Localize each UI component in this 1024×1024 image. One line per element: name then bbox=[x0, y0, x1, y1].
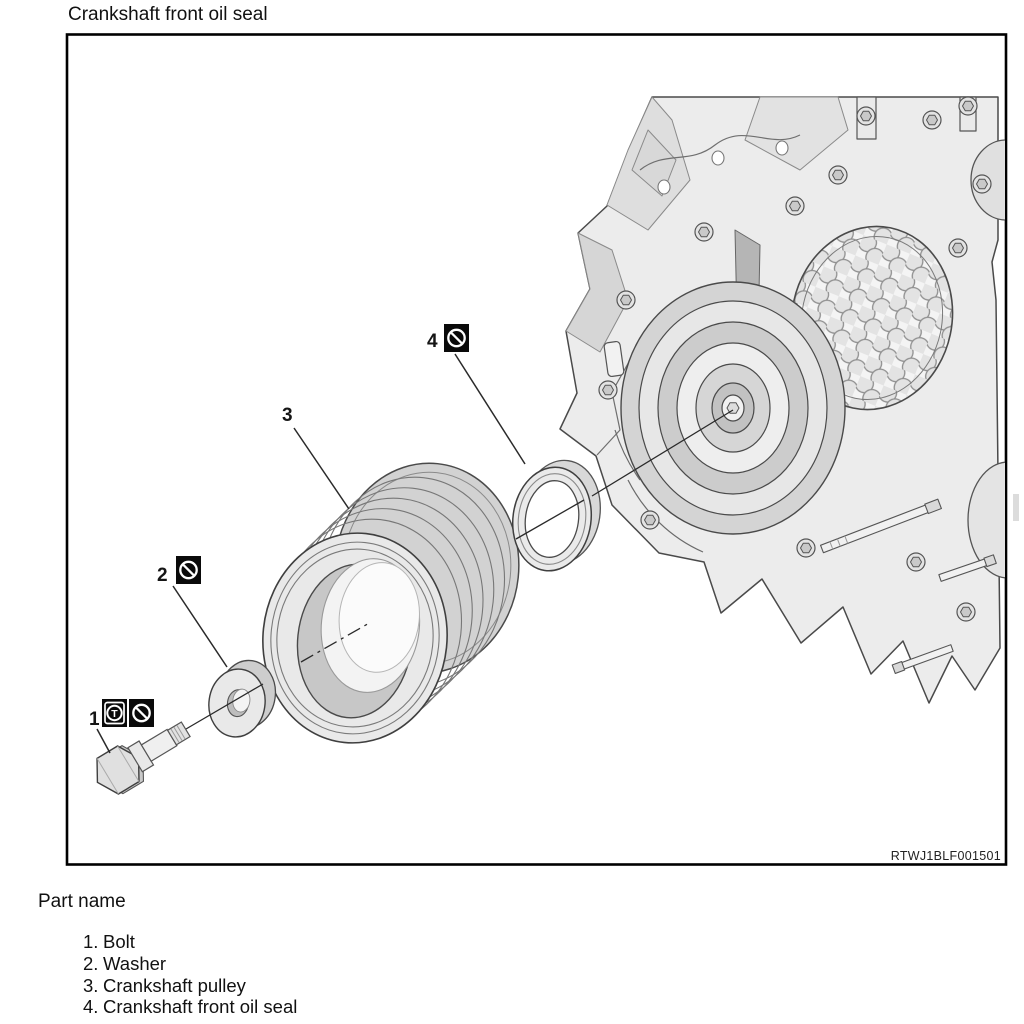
figure-code: RTWJ1BLF001501 bbox=[891, 849, 1001, 863]
svg-text:T: T bbox=[111, 708, 118, 720]
part-number: 4. bbox=[83, 996, 99, 1018]
callout-leader-line bbox=[293, 427, 350, 510]
figure-border bbox=[65, 33, 1008, 866]
part-name: Crankshaft front oil seal bbox=[103, 996, 298, 1018]
part-number: 1. bbox=[83, 931, 99, 952]
parts-list: 1.Bolt 2.Washer 3.Crankshaft pulley 4.Cr… bbox=[83, 931, 297, 1018]
part-list-item: 1.Bolt bbox=[83, 931, 297, 953]
callout-3: 3 bbox=[282, 405, 350, 510]
callout-1: 1 T bbox=[89, 699, 154, 754]
callout-number: 3 bbox=[282, 405, 293, 426]
part-bolt-drawing bbox=[96, 721, 191, 795]
part-name: Bolt bbox=[103, 931, 135, 952]
do-not-reuse-icon bbox=[176, 556, 201, 584]
callout-leader-line bbox=[172, 585, 228, 668]
callout-leader-line bbox=[454, 353, 526, 465]
callout-leader-line bbox=[96, 728, 111, 754]
page-edge-artifact bbox=[1013, 494, 1019, 521]
callout-4: 4 bbox=[427, 324, 526, 465]
part-name: Crankshaft pulley bbox=[103, 974, 246, 996]
callout-number: 1 bbox=[89, 709, 100, 730]
callout-number: 4 bbox=[427, 331, 438, 352]
callout-number: 2 bbox=[157, 565, 168, 586]
part-list-item: 3.Crankshaft pulley bbox=[83, 975, 297, 997]
part-number: 3. bbox=[83, 974, 99, 996]
do-not-reuse-icon bbox=[129, 699, 154, 727]
page-title: Crankshaft front oil seal bbox=[68, 4, 268, 25]
callout-2: 2 bbox=[157, 556, 228, 668]
part-pulley-drawing bbox=[262, 462, 520, 744]
part-number: 2. bbox=[83, 952, 99, 974]
part-washer-drawing bbox=[208, 659, 277, 738]
tightening-torque-icon: T bbox=[102, 699, 127, 727]
part-list-item: 4.Crankshaft front oil seal bbox=[83, 996, 297, 1018]
assembly-axis-line bbox=[185, 409, 734, 730]
part-oil-seal-drawing bbox=[511, 459, 601, 572]
part-list-item: 2.Washer bbox=[83, 953, 297, 975]
engine-block-drawing bbox=[559, 96, 1005, 704]
part-name-heading: Part name bbox=[38, 891, 126, 912]
part-name: Washer bbox=[103, 952, 167, 974]
do-not-reuse-icon bbox=[444, 324, 469, 352]
